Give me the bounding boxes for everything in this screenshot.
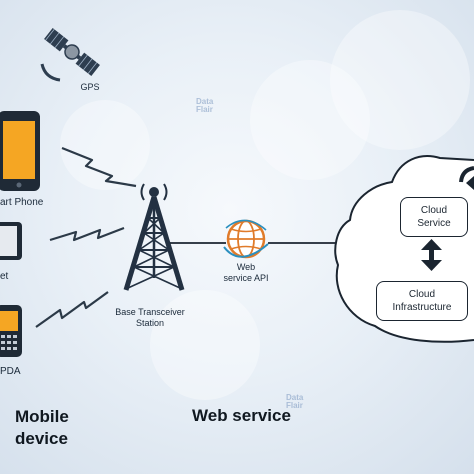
watermark-line1: Data bbox=[196, 97, 214, 106]
smartphone-label: art Phone bbox=[0, 197, 44, 208]
tablet-icon bbox=[0, 222, 22, 260]
gps-label: GPS bbox=[80, 82, 100, 92]
bokeh-light bbox=[60, 100, 150, 190]
mobile-device-heading-line2: device bbox=[15, 429, 68, 448]
refresh-arrow-icon bbox=[459, 166, 474, 190]
watermark-line2: Flair bbox=[286, 401, 303, 410]
bokeh-light bbox=[150, 290, 260, 400]
watermark-line2: Flair bbox=[196, 105, 213, 114]
base-station-label: Base Transceiver Station bbox=[100, 307, 200, 329]
cloud-infrastructure-box: Cloud Infrastructure bbox=[376, 281, 468, 321]
satellite-icon bbox=[44, 28, 100, 76]
satellite-dish-icon bbox=[40, 63, 61, 82]
mobile-device-heading: Mobile device bbox=[15, 406, 69, 450]
smartphone-icon bbox=[0, 111, 40, 191]
watermark-logo: Data Flair bbox=[286, 394, 303, 410]
web-service-api-label-line2: service API bbox=[223, 273, 269, 283]
mobile-device-heading-line1: Mobile bbox=[15, 407, 69, 426]
bidirectional-arrow-icon bbox=[421, 239, 442, 271]
cloud-service-label-line1: Cloud bbox=[420, 205, 448, 216]
web-service-api-label-line1: Web bbox=[236, 262, 256, 272]
watermark-logo: Data Flair bbox=[196, 98, 213, 114]
bokeh-light bbox=[250, 60, 370, 180]
wireless-signal-icon bbox=[61, 146, 137, 188]
cloud-infrastructure-label-line2: Infrastructure bbox=[392, 302, 452, 313]
watermark-line1: Data bbox=[286, 393, 304, 402]
tower-icon bbox=[123, 183, 185, 291]
cloud-service-box: Cloud Service bbox=[400, 197, 468, 237]
pda-icon bbox=[0, 305, 22, 357]
wireless-signal-icon bbox=[35, 291, 109, 328]
globe-icon bbox=[223, 219, 269, 259]
cloud-infrastructure-label-line1: Cloud bbox=[408, 289, 436, 300]
base-station-label-line1: Base Transceiver bbox=[115, 307, 185, 317]
cloud-service-label-line2: Service bbox=[417, 218, 451, 229]
base-station-label-line2: Station bbox=[135, 318, 165, 328]
bokeh-light bbox=[330, 10, 470, 150]
tablet-label: et bbox=[0, 271, 9, 282]
pda-label: PDA bbox=[0, 366, 21, 377]
wireless-signal-icon bbox=[49, 226, 125, 242]
web-service-api-label: Web service API bbox=[206, 262, 286, 284]
web-service-heading: Web service bbox=[192, 406, 291, 425]
